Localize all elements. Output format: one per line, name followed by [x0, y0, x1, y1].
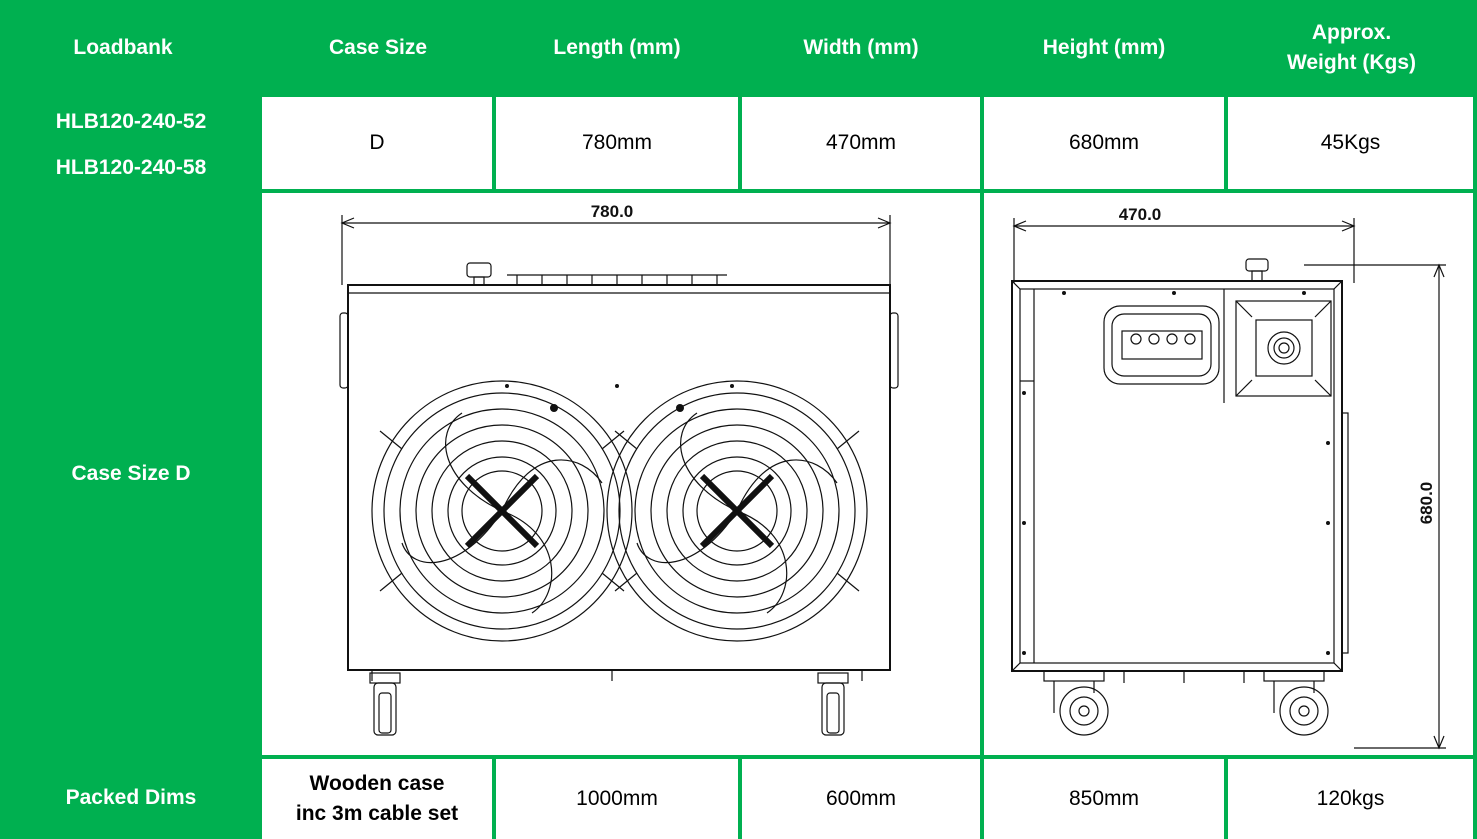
model-names: HLB120-240-52 HLB120-240-58 — [0, 97, 262, 193]
front-view-drawing: 780.0 — [262, 193, 980, 755]
packed-case-line2: inc 3m cable set — [295, 802, 459, 825]
header-weight-line1: Approx. — [1311, 20, 1392, 44]
model-name-2: HLB120-240-58 — [55, 156, 207, 179]
side-view-drawing: 470.0 680.0 — [984, 193, 1473, 755]
packed-height: 850mm — [984, 759, 1224, 839]
model-name-1: HLB120-240-52 — [55, 110, 207, 133]
packed-row-label: Packed Dims — [65, 786, 197, 809]
packed-width: 600mm — [742, 759, 980, 839]
side-width-dimension-label: 470.0 — [1119, 205, 1162, 224]
model-weight: 45Kgs — [1228, 97, 1473, 189]
packed-case-line1: Wooden case — [309, 772, 445, 795]
side-height-dimension-label: 680.0 — [1417, 482, 1436, 525]
front-view-svg: 780.0 — [339, 202, 899, 736]
side-view-svg: 470.0 680.0 — [1011, 205, 1446, 750]
front-dimension-label: 780.0 — [591, 202, 634, 221]
packed-weight: 120kgs — [1228, 759, 1473, 839]
packed-length: 1000mm — [496, 759, 738, 839]
header-length: Length (mm) — [553, 35, 681, 59]
header-loadbank: Loadbank — [73, 35, 173, 59]
model-length: 780mm — [496, 97, 738, 189]
header-width: Width (mm) — [803, 35, 919, 59]
header-case-size: Case Size — [328, 35, 428, 59]
header-weight: Approx. Weight (Kgs) — [1226, 0, 1477, 95]
packed-case: Wooden case inc 3m cable set — [262, 759, 492, 839]
model-width: 470mm — [742, 97, 980, 189]
model-height: 680mm — [984, 97, 1224, 189]
drawing-row-label: Case Size D — [71, 462, 191, 485]
header-height: Height (mm) — [1042, 35, 1166, 59]
header-weight-line2: Weight (Kgs) — [1286, 50, 1417, 74]
model-case-size: D — [262, 97, 492, 189]
